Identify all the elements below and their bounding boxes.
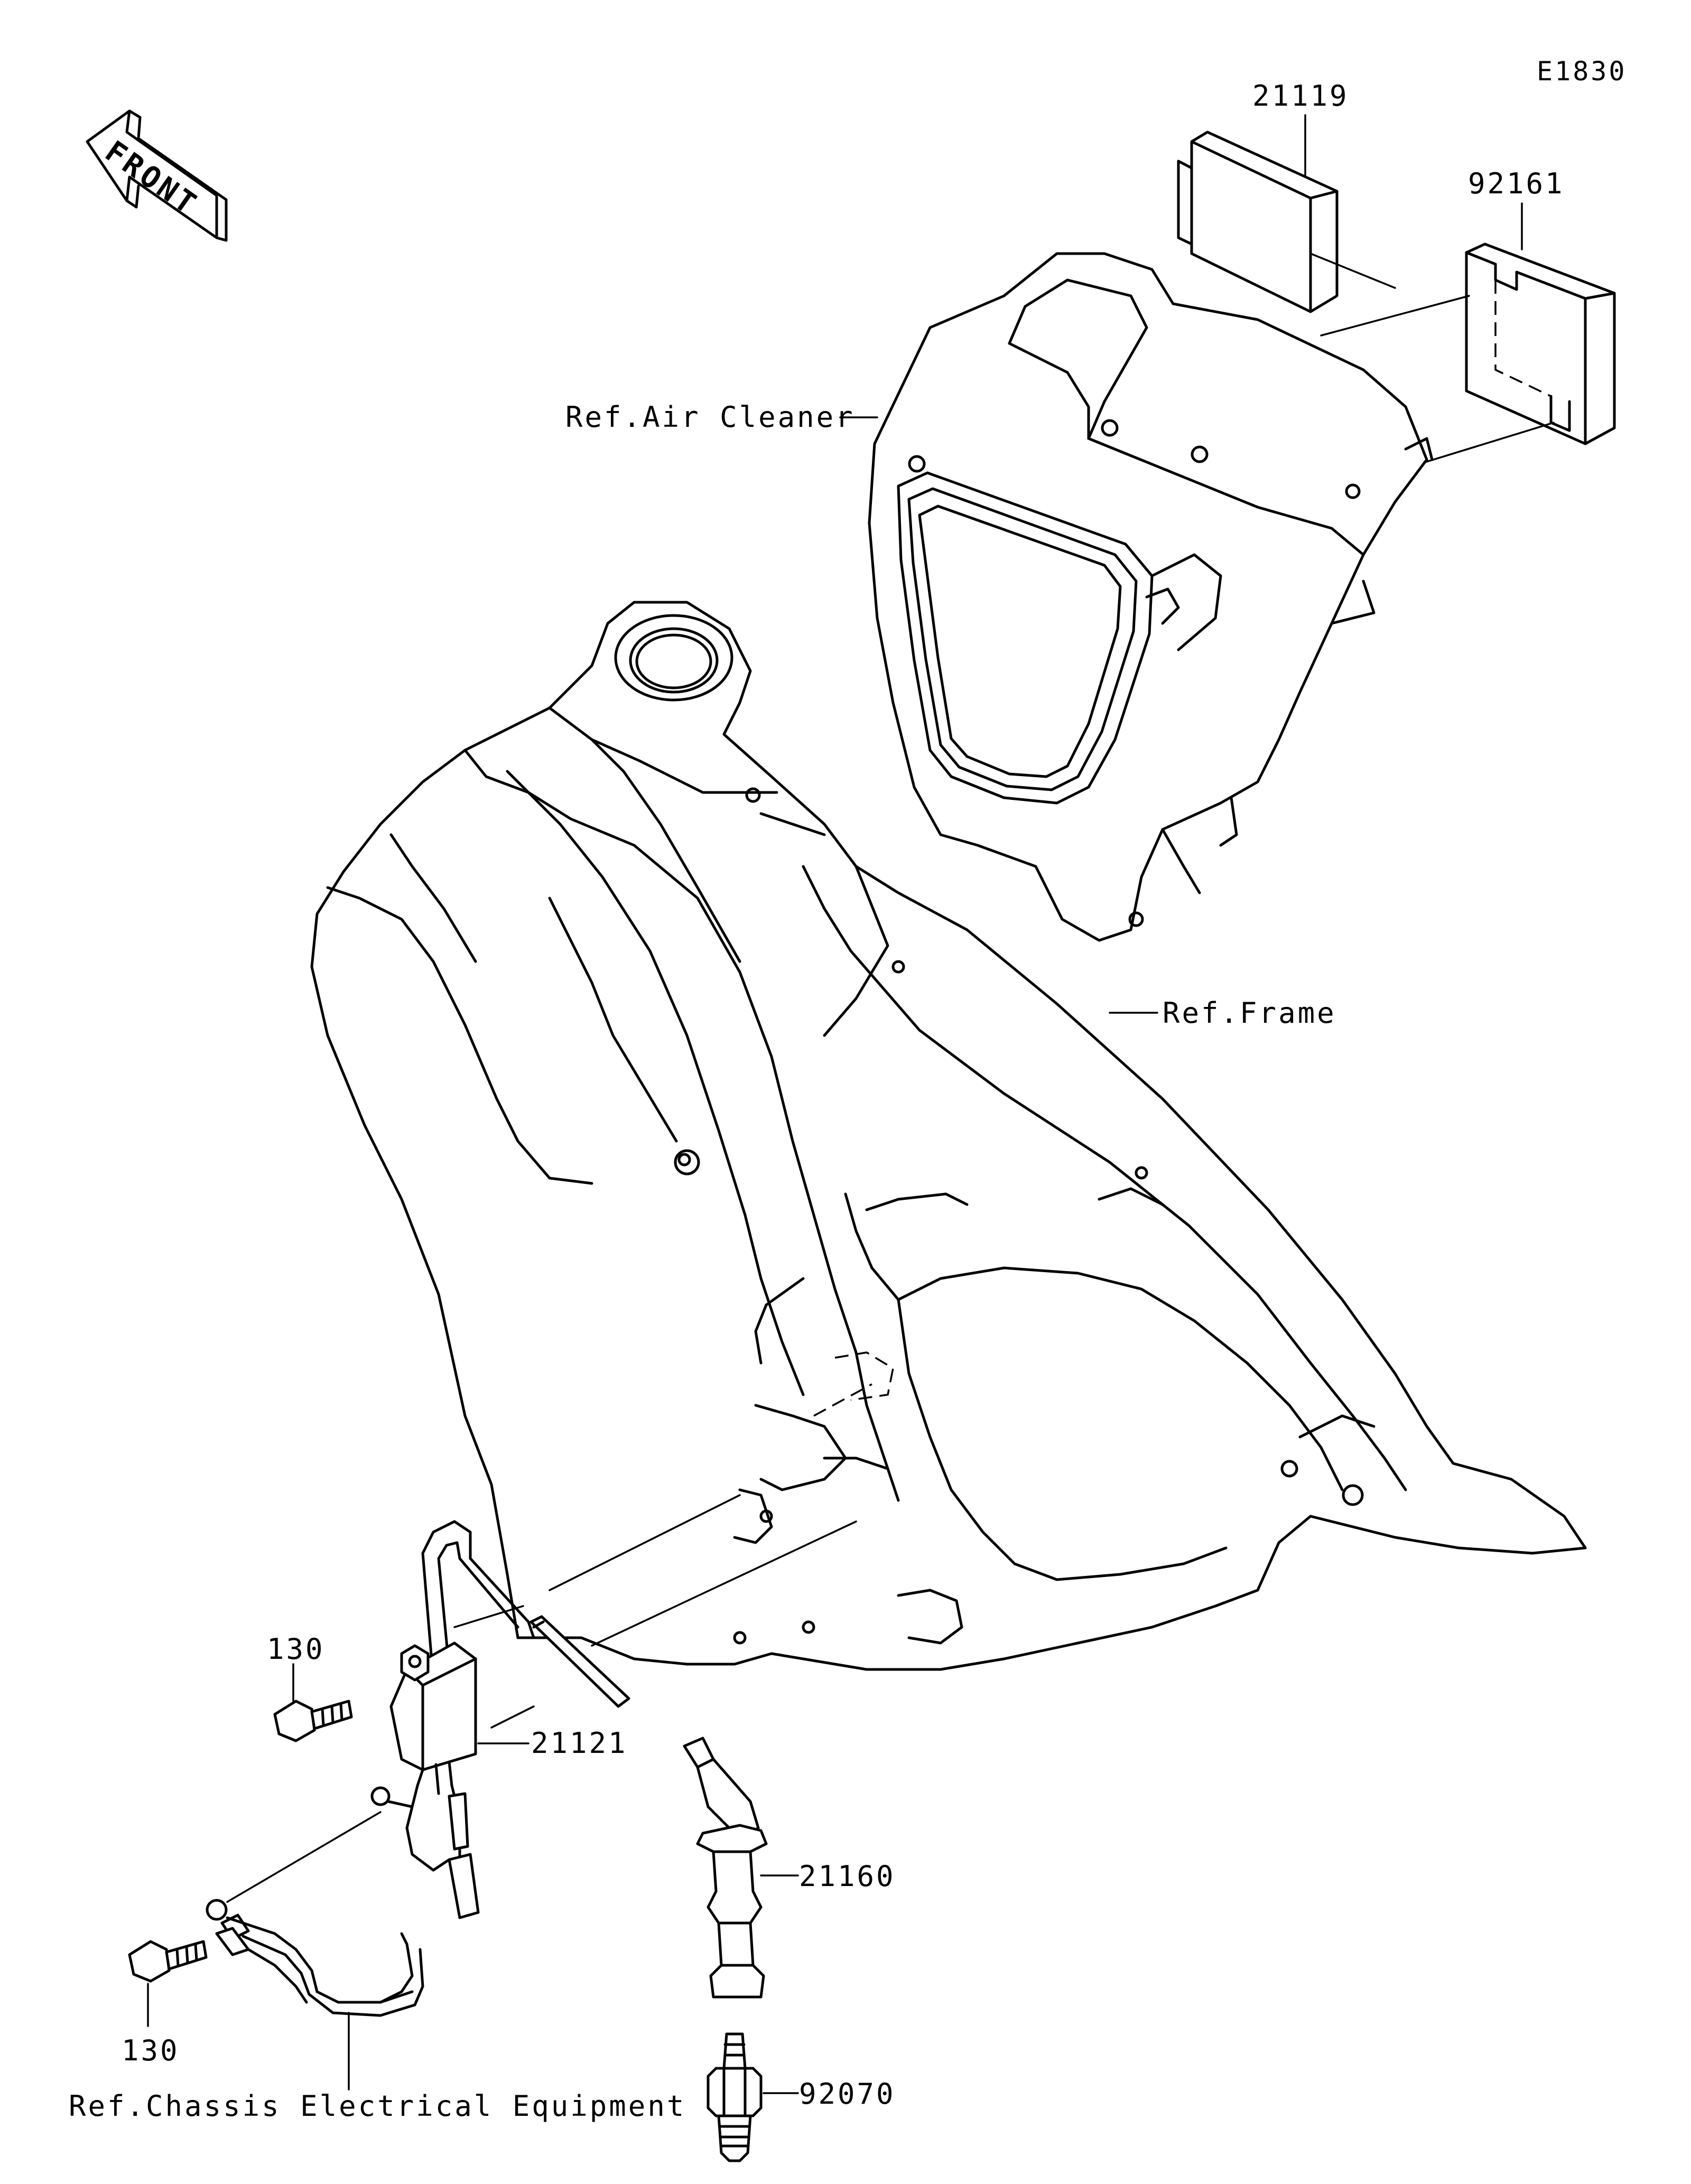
plug-cap-icon — [683, 1737, 768, 1999]
wiring-harness-icon — [206, 1811, 424, 2017]
assembly-line-lower — [490, 1705, 535, 1729]
front-arrow-icon: FRONT — [86, 109, 228, 242]
diagram-code: E1830 — [1537, 56, 1627, 87]
bolt-icon — [128, 1940, 208, 1983]
part-number-21160: 21160 — [799, 1860, 896, 1893]
assembly-line-92161-lower — [1415, 422, 1555, 466]
spark-plug-icon — [707, 2032, 763, 2162]
air-cleaner-icon — [868, 252, 1434, 942]
part-number-92161: 92161 — [1468, 167, 1565, 200]
assembly-line-upper — [549, 1494, 741, 1591]
ref-chassis-electrical: Ref.Chassis Electrical Equipment — [69, 2089, 686, 2123]
assembly-line-middle — [591, 1520, 857, 1647]
bracket-icon — [1465, 242, 1616, 445]
assembly-line-92161-upper — [1320, 295, 1470, 337]
part-number-92070: 92070 — [799, 2077, 896, 2111]
part-number-130-lower: 130 — [122, 2034, 180, 2067]
frame-icon — [310, 601, 1587, 1671]
part-number-21121: 21121 — [531, 1726, 628, 1760]
ref-air-cleaner: Ref.Air Cleaner — [565, 400, 855, 434]
ignition-coil-icon — [370, 1520, 630, 1919]
ecu-icon — [1177, 130, 1339, 313]
bolt-icon — [273, 1700, 353, 1742]
assembly-line-left — [453, 1605, 524, 1628]
assembly-line-21119 — [1309, 253, 1396, 289]
ref-frame: Ref.Frame — [1163, 996, 1336, 1030]
part-number-21119: 21119 — [1252, 79, 1349, 113]
part-number-130-upper: 130 — [267, 1632, 325, 1666]
